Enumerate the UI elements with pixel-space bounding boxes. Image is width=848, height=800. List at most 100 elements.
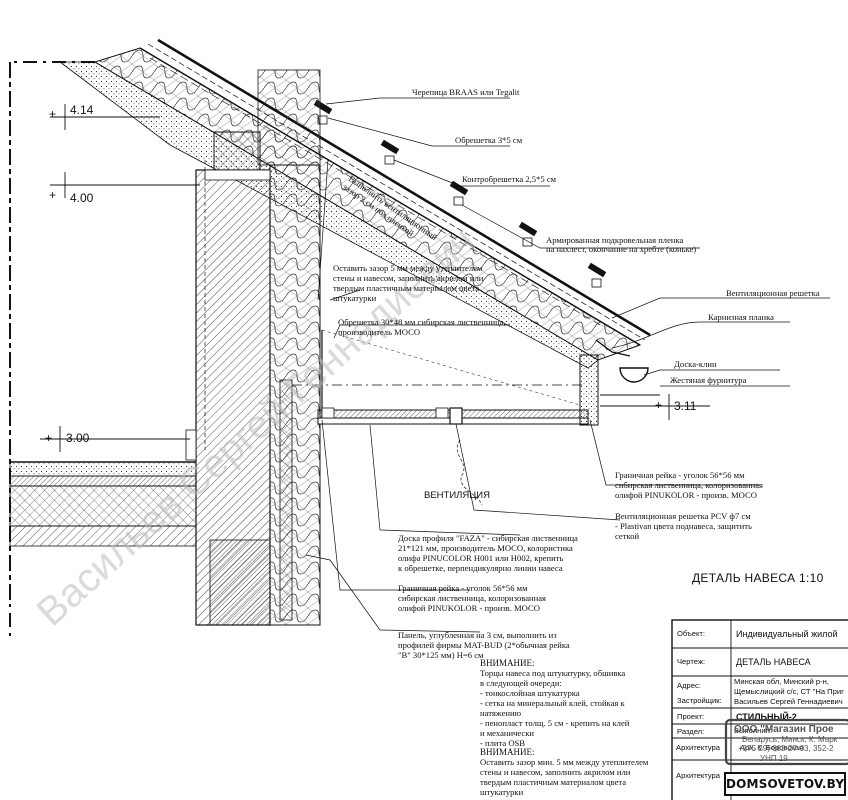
soffit-assembly: [292, 329, 599, 426]
svg-text:- тонкослойная штукатурка: - тонкослойная штукатурка: [480, 688, 580, 698]
wall-insulation-upper: [257, 69, 321, 166]
svg-text:Панель, углубленная на 3 см, в: Панель, углубленная на 3 см, выполнить и…: [398, 630, 557, 640]
svg-text:"B" 30*125 мм) H=6 см: "B" 30*125 мм) H=6 см: [398, 650, 484, 660]
svg-text:сибирская лиственница, колориз: сибирская лиственница, колоризованная: [615, 480, 763, 490]
svg-text:производитель МОСО: производитель МОСО: [338, 327, 420, 337]
lower-wall: [209, 539, 271, 626]
svg-text:штукатурки: штукатурки: [480, 787, 524, 797]
svg-text:ООО "Магазин Прое: ООО "Магазин Прое: [734, 724, 834, 735]
svg-text:Адрес:: Адрес:: [677, 681, 701, 690]
svg-text:Граничная рейка - уголок 56*56: Граничная рейка - уголок 56*56 мм: [398, 583, 528, 593]
svg-text:Щемыслицкий с/с, СТ "На Приг: Щемыслицкий с/с, СТ "На Приг: [734, 687, 844, 696]
svg-text:УНП 19: УНП 19: [760, 754, 788, 763]
svg-text:Арх. К. Боровская: Арх. К. Боровская: [740, 743, 803, 752]
svg-text:Обрешетка 30*48 мм сибирская л: Обрешетка 30*48 мм сибирская лиственница…: [338, 317, 506, 327]
svg-text:21*121 мм, производитель МОСО,: 21*121 мм, производитель МОСО, колористи…: [398, 543, 573, 553]
svg-text:+: +: [49, 188, 56, 202]
svg-text:Граничная рейка - уголок 56*56: Граничная рейка - уголок 56*56 мм: [615, 470, 745, 480]
svg-text:ВНИМАНИЕ:: ВНИМАНИЕ:: [480, 747, 535, 757]
svg-text:Вентиляционная решетка PCV ф7: Вентиляционная решетка PCV ф7 см: [615, 511, 751, 521]
title-block: Объект: Индивидуальный жилой Чертеж: ДЕТ…: [671, 619, 848, 800]
svg-text:Минская обл, Минский р-н,: Минская обл, Минский р-н,: [734, 677, 829, 686]
svg-text:стены и навесом, заполнить акр: стены и навесом, заполнить акрилом или: [333, 273, 484, 283]
svg-text:4.14: 4.14: [70, 103, 94, 117]
svg-text:Беларусь, Минск, К. Марк: Беларусь, Минск, К. Марк: [742, 735, 838, 744]
svg-text:Проект:: Проект:: [677, 712, 704, 721]
svg-text:Доска профиля "FAZA" - сибирск: Доска профиля "FAZA" - сибирская листвен…: [398, 533, 578, 543]
svg-text:Выполнил:: Выполнил:: [734, 726, 772, 735]
svg-text:в следующей очереди:: в следующей очереди:: [480, 678, 562, 688]
gutter: [595, 339, 660, 396]
svg-text:3.00: 3.00: [66, 431, 90, 445]
svg-text:Архитектура: Архитектура: [676, 743, 721, 752]
label-eaves-strip: Карнизная планка: [708, 312, 774, 322]
site-badge: DOMSOVETOV.BY: [724, 772, 846, 796]
label-panel: Панель, углубленная на 3 см, выполнить и…: [398, 630, 570, 660]
label-pvc-grille: Вентиляционная решетка PCV ф7 см - Plast…: [615, 511, 752, 541]
company-stamp: ООО "Магазин Прое Беларусь, Минск, К. Ма…: [724, 718, 848, 766]
svg-text:Архитектура: Архитектура: [676, 771, 721, 780]
svg-text:стены и навесом, заполнить акр: стены и навесом, заполнить акрилом или: [480, 767, 631, 777]
svg-text:к обрешетке, перпендикулярно л: к обрешетке, перпендикулярно линии навес…: [398, 563, 563, 573]
svg-text:твердым пластичным материалом: твердым пластичным материалом цвета: [480, 777, 626, 787]
label-vent-grille: Вентиляционная решетка: [726, 288, 820, 298]
svg-text:ВНИМАНИЕ:: ВНИМАНИЕ:: [480, 658, 535, 668]
level-marker-4-14: + 4.14: [49, 103, 160, 130]
svg-text:3.11: 3.11: [674, 399, 697, 413]
leader-lines: [305, 97, 830, 633]
svg-text:Индивидуальный жилой: Индивидуальный жилой: [736, 629, 838, 639]
svg-text:Васильев Сергей Геннадиевич: Васильев Сергей Геннадиевич: [734, 697, 843, 706]
label-gap-note: Оставить зазор 5 мм между утеплителем ст…: [333, 263, 484, 303]
svg-text:4.00: 4.00: [70, 191, 94, 205]
svg-text:сибирская лиственница, колориз: сибирская лиственница, колоризованная: [398, 593, 546, 603]
label-edge-strip-right: Граничная рейка - уголок 56*56 мм сибирс…: [615, 470, 763, 500]
svg-text:Торцы навеса под штукатурку, о: Торцы навеса под штукатурку, обшивка: [480, 668, 625, 678]
svg-text:+: +: [49, 107, 56, 121]
svg-text:олифой PINUKOLOR - произв. МОС: олифой PINUKOLOR - произв. МОСО: [615, 490, 757, 500]
label-batten: Обрешетка 3*5 см: [455, 135, 523, 145]
svg-text:сеткой: сеткой: [615, 531, 640, 541]
wall-insulation: [269, 164, 321, 626]
detail-title: ДЕТАЛЬ НАВЕСА 1:10: [692, 571, 824, 585]
roof-assembly: [58, 38, 651, 369]
svg-text:+: +: [45, 431, 52, 445]
level-marker-3-00: + 3.00: [40, 426, 190, 452]
label-tile: Черепица BRAAS или Tegalit: [412, 87, 520, 97]
level-marker-4-00: + 4.00: [49, 172, 200, 205]
label-faza-board: Доска профиля "FAZA" - сибирская листвен…: [398, 533, 578, 573]
svg-text:ДЕТАЛЬ НАВЕСА: ДЕТАЛЬ НАВЕСА: [736, 657, 811, 667]
svg-text:Оставить зазор 5 мм между утеп: Оставить зазор 5 мм между утеплителем: [333, 263, 483, 273]
label-ventilation: ВЕНТИЛЯЦИЯ: [424, 490, 490, 501]
label-edge-strip-left: Граничная рейка - уголок 56*56 мм сибирс…: [398, 583, 546, 613]
svg-text:СТИЛЬНЫЙ-2: СТИЛЬНЫЙ-2: [736, 711, 797, 722]
label-board-clin: Доска-клин: [674, 359, 717, 369]
svg-text:- Plastivan цвета поднавеса, з: - Plastivan цвета поднавеса, защитить: [615, 521, 752, 531]
svg-text:- сетка на минеральный клей, с: - сетка на минеральный клей, стойкая к: [480, 698, 626, 708]
attention-note-1: ВНИМАНИЕ: Торцы навеса под штукатурку, о…: [480, 658, 630, 748]
svg-text:натяжению: натяжению: [480, 708, 522, 718]
svg-text:+: +: [655, 398, 662, 412]
label-membrane-1: Армированная подкровельная пленка: [546, 235, 684, 245]
wall-cap: [204, 169, 271, 181]
svg-text:Чертеж:: Чертеж:: [677, 657, 705, 666]
svg-text:Раздел:: Раздел:: [677, 727, 704, 736]
label-membrane-2: на нахлест, окончание на хребте (коньке): [546, 244, 696, 254]
svg-text:- пенопласт толщ. 5 см - крепи: - пенопласт толщ. 5 см - крепить на клей: [480, 718, 630, 728]
svg-text:профилей фирмы MAT-BUD (2*обыч: профилей фирмы MAT-BUD (2*обычная рейка: [398, 640, 570, 650]
wall-top-beam: [213, 131, 261, 171]
svg-text:Объект:: Объект:: [677, 629, 705, 638]
svg-text:Застройщик:: Застройщик:: [677, 696, 722, 705]
label-batten-larch: Обрешетка 30*48 мм сибирская лиственница…: [338, 317, 506, 337]
wall-plaster-strip: [279, 379, 293, 621]
svg-text:олифа PINUCOLOR H001 или H002,: олифа PINUCOLOR H001 или H002, крепить: [398, 553, 563, 563]
floor-slab: [9, 429, 197, 547]
svg-text:твердым пластичным материалом: твердым пластичным материалом цвета: [333, 283, 479, 293]
level-marker-3-11: + 3.11: [600, 394, 710, 420]
attention-note-2: ВНИМАНИЕ: Оставить зазор мин. 5 мм между…: [480, 747, 649, 797]
label-counter-batten: Контробрешетка 2,5*5 см: [462, 174, 557, 184]
svg-text:олифой PINUKOLOR - произв. МОС: олифой PINUKOLOR - произв. МОСО: [398, 603, 540, 613]
svg-text:штукатурки: штукатурки: [333, 293, 377, 303]
label-tin-fittings: Жестяная фурнитура: [670, 375, 747, 385]
svg-text:и механически: и механически: [480, 728, 534, 738]
